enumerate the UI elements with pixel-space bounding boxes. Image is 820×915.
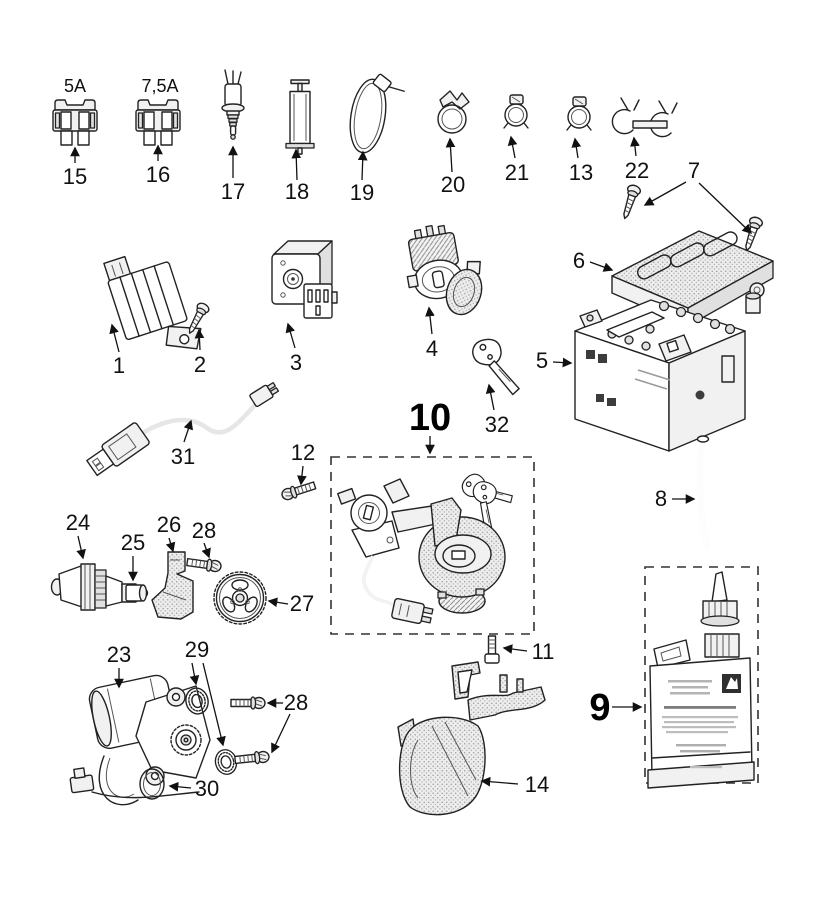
callout-1: 1 — [113, 353, 125, 378]
part-bolts-28-lower: 28 — [230, 690, 308, 767]
usb-mini-plug — [249, 381, 280, 408]
switch-connector — [391, 597, 434, 625]
callout-20: 20 — [441, 172, 465, 197]
part-bracket-26: 26 — [151, 512, 194, 620]
callout-29: 29 — [185, 637, 209, 662]
part-clamp-20: 20 — [437, 90, 470, 197]
part-hose-8: 8 — [655, 435, 711, 550]
part-oring-30: 30 — [139, 768, 219, 801]
part-sprocket-27: 27 — [213, 571, 314, 625]
battery-vent-tab — [721, 355, 735, 383]
callout-11: 11 — [532, 639, 555, 664]
kit-10-box — [330, 456, 535, 635]
callout-26: 26 — [157, 512, 181, 537]
callout-7: 7 — [688, 158, 700, 183]
callout-19: 19 — [350, 180, 374, 205]
part-starter-motor-23: 23 — [69, 642, 211, 806]
part-clip-21: 21 — [503, 94, 529, 185]
ignition-cover-flap — [445, 260, 483, 316]
callout-25: 25 — [121, 530, 145, 555]
part-ignition-barrel-4: 4 — [406, 224, 483, 361]
battery-top-label — [606, 311, 665, 338]
part-bolt-12: 12 — [279, 440, 318, 503]
callout-18: 18 — [285, 179, 309, 204]
battery-front-print — [586, 350, 705, 406]
callout-31: 31 — [171, 444, 195, 469]
starter-connector — [69, 767, 95, 794]
usb-a-plug — [86, 422, 150, 477]
part-battery-5: 5 — [536, 299, 746, 452]
part-bushing-25: 25 — [121, 530, 148, 602]
fuse-rating-label: 7,5A — [141, 76, 178, 96]
callout-14: 14 — [525, 772, 549, 797]
part-bolt-28-upper: 28 — [185, 518, 223, 574]
part-bolt-11: 11 — [484, 635, 555, 664]
part-double-clip-22: 22 — [611, 97, 678, 183]
part-fuse-7-5a: 7,5A 16 — [135, 76, 181, 187]
part-grease-tube-18: 18 — [285, 79, 315, 204]
part-clip-13: 13 — [566, 96, 593, 185]
part-oil-spout-cap — [700, 571, 740, 627]
callout-4: 4 — [426, 336, 438, 361]
part-relay-3: 3 — [271, 240, 338, 375]
part-ignition-switch — [337, 478, 437, 625]
brand-logo — [722, 674, 741, 693]
callout-9: 9 — [589, 687, 610, 729]
callout-10: 10 — [409, 397, 451, 439]
part-cable-tie-19: 19 — [349, 73, 405, 205]
callout-16: 16 — [146, 162, 170, 187]
callout-32: 32 — [485, 412, 509, 437]
battery-caps — [607, 300, 736, 351]
callout-28: 28 — [192, 518, 216, 543]
callout-21: 21 — [505, 160, 529, 185]
fuse-rating-label: 5A — [64, 76, 86, 96]
callout-27: 27 — [290, 591, 314, 616]
callout-15: 15 — [63, 164, 87, 189]
lockset-kit-10: 10 — [330, 397, 535, 635]
part-screw-2: 2 — [183, 300, 212, 377]
callout-5: 5 — [536, 348, 548, 373]
bottle-label-print — [662, 680, 738, 769]
part-fuel-cap — [418, 497, 506, 614]
part-regulator-1: 1 — [103, 255, 202, 378]
callout-23: 23 — [107, 642, 131, 667]
callout-12: 12 — [291, 440, 315, 465]
part-washers-29: 29 — [182, 637, 240, 778]
callout-13: 13 — [569, 160, 593, 185]
callout-28: 28 — [284, 690, 308, 715]
part-key-32: 32 — [464, 335, 529, 437]
part-bracket-14: 14 — [397, 661, 549, 816]
callout-2: 2 — [194, 352, 206, 377]
callout-17: 17 — [221, 179, 245, 204]
part-usb-cable-31: 31 — [86, 381, 280, 477]
part-screws-7: 7 — [617, 158, 765, 254]
callout-3: 3 — [290, 350, 302, 375]
callout-8: 8 — [655, 486, 667, 511]
oil-bottle-kit-9: 9 — [589, 566, 759, 789]
part-bulb-17: 17 — [221, 69, 245, 204]
callout-22: 22 — [625, 158, 649, 183]
callout-30: 30 — [195, 776, 219, 801]
callout-24: 24 — [66, 510, 90, 535]
callout-6: 6 — [573, 248, 585, 273]
part-fuse-5a: 5A 15 — [52, 76, 98, 189]
part-oil-bottle — [647, 633, 755, 789]
